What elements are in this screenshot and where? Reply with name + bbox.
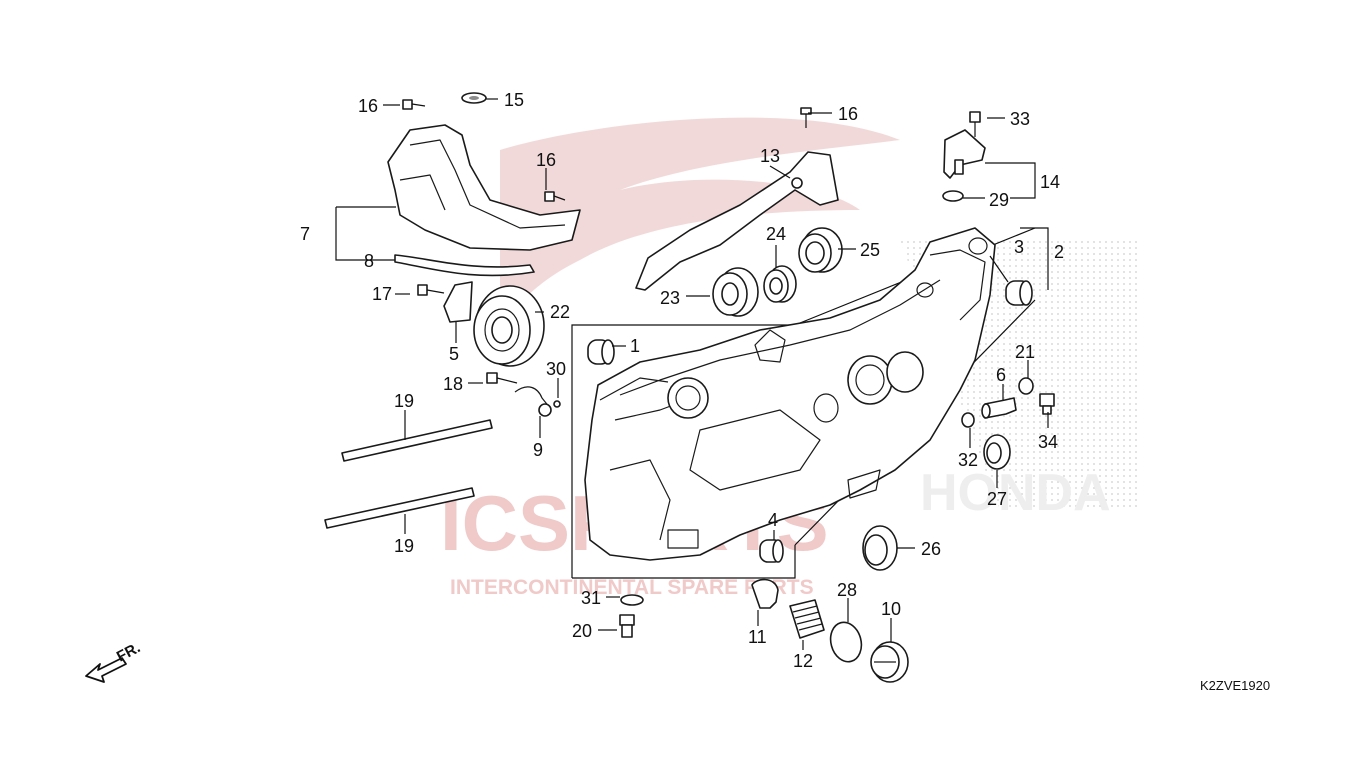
part-12-spring	[789, 599, 825, 639]
part-8-seal-strip	[394, 254, 535, 277]
label-part-32: 32	[958, 450, 978, 470]
label-part-1: 1	[630, 336, 640, 356]
part-21-washer	[1018, 377, 1034, 395]
label-part-9: 9	[533, 440, 543, 460]
leader-lines	[383, 98, 1049, 650]
label-part-14: 14	[1040, 172, 1060, 192]
label-part-3: 3	[1014, 237, 1024, 257]
part-10-cap	[870, 641, 909, 683]
label-part-15: 15	[504, 90, 524, 110]
part-19-stud-lower	[324, 487, 475, 529]
part-32-oring	[961, 412, 975, 428]
label-part-6: 6	[996, 365, 1006, 385]
part-6-fitting	[981, 397, 1017, 419]
label-part-16a: 16	[358, 96, 378, 116]
label-part-2: 2	[1054, 242, 1064, 262]
watermark-brand-text: HONDA	[920, 464, 1111, 522]
part-19-stud-upper	[341, 419, 493, 462]
label-part-10: 10	[881, 599, 901, 619]
label-part-16c: 16	[838, 104, 858, 124]
part-4-dowel	[759, 539, 784, 563]
bolt-parts	[402, 99, 1055, 638]
label-part-20: 20	[572, 621, 592, 641]
label-part-30: 30	[546, 359, 566, 379]
part-23-bearing	[712, 267, 759, 317]
part-28-oring	[829, 621, 863, 663]
label-part-22: 22	[550, 302, 570, 322]
label-part-34: 34	[1038, 432, 1058, 452]
label-part-19a: 19	[394, 391, 414, 411]
label-part-31: 31	[581, 588, 601, 608]
label-part-4: 4	[768, 510, 778, 530]
label-part-13: 13	[760, 146, 780, 166]
label-part-33: 33	[1010, 109, 1030, 129]
label-part-16b: 16	[536, 150, 556, 170]
label-part-17: 17	[372, 284, 392, 304]
part-11-plug	[751, 578, 779, 609]
label-part-23: 23	[660, 288, 680, 308]
part-27-seal	[983, 434, 1011, 470]
label-part-11: 11	[748, 627, 767, 647]
part-22-bearing	[473, 285, 545, 367]
part-31-washer	[620, 594, 644, 606]
part-3-dowel	[1005, 280, 1033, 306]
label-part-8: 8	[364, 251, 374, 271]
part-24-bearing	[763, 265, 797, 303]
label-part-26: 26	[921, 539, 941, 559]
label-part-24: 24	[766, 224, 786, 244]
part-14-sensor	[943, 129, 986, 179]
part-13-bracket	[635, 151, 839, 291]
watermark-sub-text: INTERCONTINENTAL SPARE PARTS	[450, 576, 814, 599]
label-part-28: 28	[837, 580, 857, 600]
label-part-21: 21	[1015, 342, 1035, 362]
part-labels: 16 15 16 16 13 33 14 29 2 3 7 8 24 25 23…	[300, 90, 1064, 671]
label-part-7: 7	[300, 224, 310, 244]
part-9-tube	[514, 386, 552, 417]
diagram-code: K2ZVE1920	[1200, 678, 1270, 693]
label-part-29: 29	[989, 190, 1009, 210]
part-30-clip	[553, 400, 561, 408]
front-direction-arrow: FR.	[85, 639, 143, 683]
label-part-25: 25	[860, 240, 880, 260]
label-part-18: 18	[443, 374, 463, 394]
part-26-seal	[862, 525, 898, 571]
part-1-dowel	[587, 339, 615, 365]
part-5-bracket	[443, 281, 473, 323]
part-7-duct-cover	[387, 124, 581, 251]
label-part-12: 12	[793, 651, 813, 671]
part-25-bearing	[798, 227, 843, 273]
part-29-oring	[942, 190, 964, 202]
part-2-crankcase	[584, 227, 996, 561]
label-part-27: 27	[987, 489, 1007, 509]
label-part-5: 5	[449, 344, 459, 364]
label-part-19b: 19	[394, 536, 414, 556]
